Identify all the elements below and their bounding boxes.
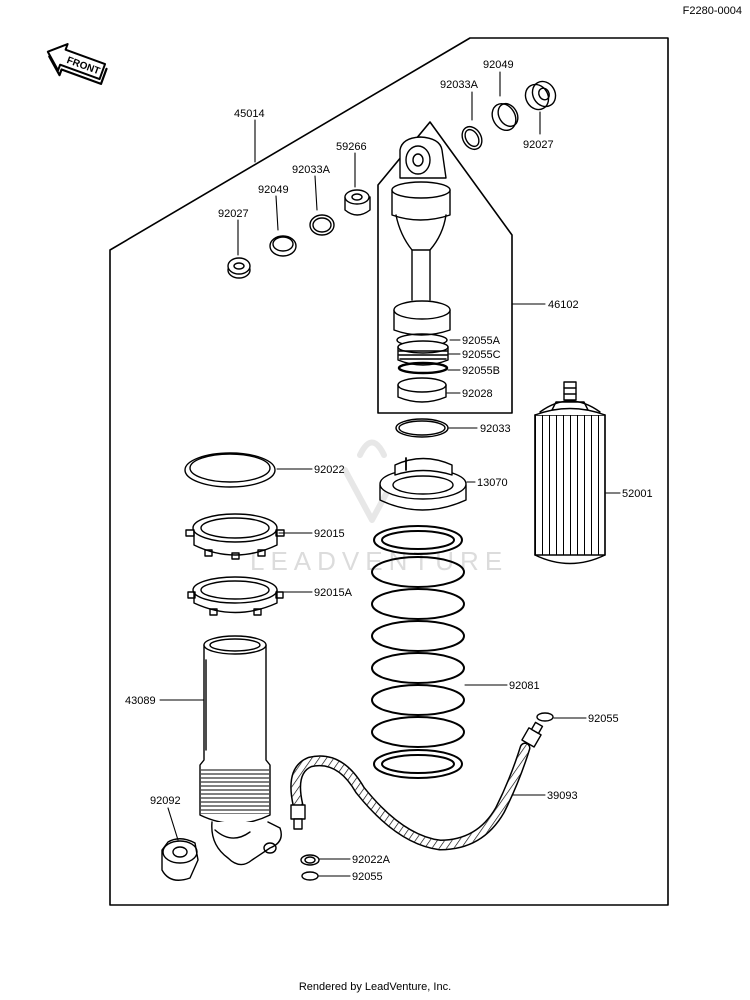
snap-ring-92033A-top [461, 125, 483, 151]
callout-13070: 13070 [477, 477, 508, 489]
callout-92055A: 92055A [462, 335, 501, 347]
assembly-boundary-45014 [109, 37, 669, 906]
spring-92081 [371, 525, 465, 779]
bushing-92027-left [227, 257, 251, 279]
reservoir-52001 [534, 381, 606, 565]
seal-92055C [397, 340, 449, 366]
watermark-text: LEADVENTURE [250, 546, 508, 576]
callout-92033A-left: 92033A [292, 164, 331, 176]
callout-92092: 92092 [150, 795, 181, 807]
leader-lines [159, 71, 621, 877]
callout-92033: 92033 [480, 423, 511, 435]
callout-92028: 92028 [462, 388, 493, 400]
callout-92055-right: 92055 [588, 713, 619, 725]
front-arrow-icon: FRONT [46, 43, 108, 85]
callout-92027-left: 92027 [218, 208, 249, 220]
o-ring-92055-bottom [301, 871, 319, 881]
lock-nut-92015 [185, 513, 285, 560]
callout-92055-bottom: 92055 [352, 871, 383, 883]
adjuster-nut-92015A [187, 576, 284, 616]
seal-92055B [397, 361, 449, 375]
collar-59266 [344, 189, 371, 216]
washer-92049-top [491, 102, 519, 132]
callout-92022A: 92022A [352, 854, 391, 866]
callout-92055C: 92055C [462, 349, 501, 361]
callout-92049-top: 92049 [483, 59, 514, 71]
callout-43089: 43089 [125, 695, 156, 707]
callout-46102: 46102 [548, 299, 579, 311]
snap-ring-92033 [395, 418, 449, 438]
bushing-92092 [161, 838, 199, 881]
callout-92055B: 92055B [462, 365, 500, 377]
washer-92022 [184, 452, 276, 488]
callout-59266: 59266 [336, 141, 367, 153]
diagram-reference-code: F2280-0004 [682, 5, 742, 17]
hose-39093 [290, 721, 544, 851]
callout-92015: 92015 [314, 528, 345, 540]
callout-45014: 45014 [234, 108, 265, 120]
callout-92049-left: 92049 [258, 184, 289, 196]
damper-rod-unit-46102 [391, 136, 451, 336]
spring-seat-13070 [379, 457, 467, 511]
snap-ring-92033A-left [309, 214, 335, 236]
callout-39093: 39093 [547, 790, 578, 802]
callout-92027-top: 92027 [523, 139, 554, 151]
footer-credit: Rendered by LeadVenture, Inc. [298, 981, 452, 993]
callout-92081: 92081 [509, 680, 540, 692]
callout-52001: 52001 [622, 488, 653, 500]
ring-92028 [397, 377, 447, 403]
callout-92033A-top: 92033A [440, 79, 479, 91]
o-ring-92055-right [536, 712, 554, 722]
shock-body-43089 [199, 635, 282, 866]
bushing-92027-top [524, 80, 557, 111]
washer-92022A [300, 854, 320, 866]
damper-boundary-46102 [377, 121, 513, 414]
callout-92015A: 92015A [314, 587, 353, 599]
callout-92022: 92022 [314, 464, 345, 476]
washer-92049-left [269, 235, 297, 257]
